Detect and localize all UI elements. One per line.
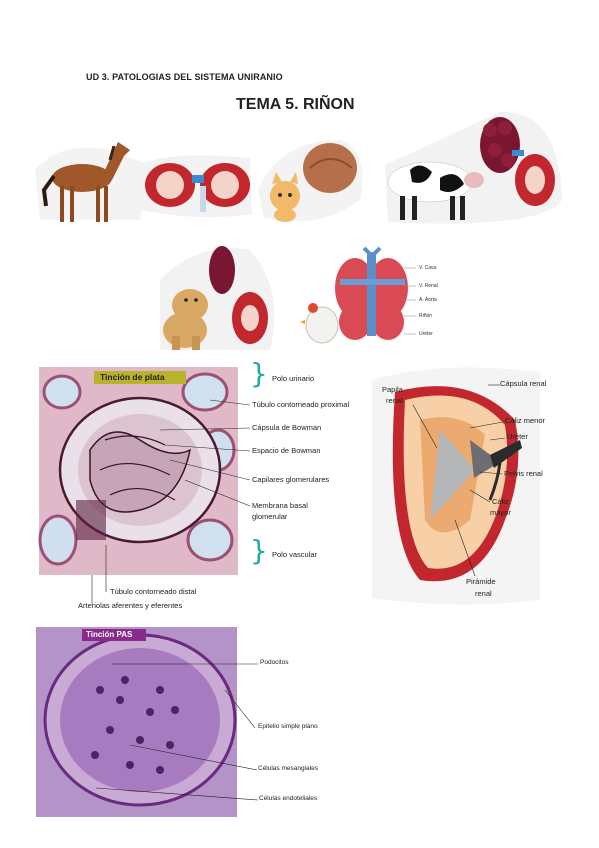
cow-kidney-illustration xyxy=(385,111,562,224)
label-arteriolas: Arteriolas aferentes y eferentes xyxy=(78,601,183,610)
label-polo-urinario: Polo urinario xyxy=(272,374,315,383)
label-v-cava: V. Cava xyxy=(419,265,437,271)
label-a-aorta: A. Aorta xyxy=(419,297,437,303)
unit-header: UD 3. PATOLOGIAS DEL SISTEMA UNIRANIO xyxy=(86,72,283,82)
silver-leader-lines xyxy=(91,399,251,604)
horse-illustration xyxy=(35,142,150,222)
label-piramide-renal: renal xyxy=(475,589,492,598)
label-v-renal: V. Renal xyxy=(419,283,438,289)
chicken-kidney-illustration xyxy=(300,246,416,344)
dog-kidney-illustration xyxy=(160,246,275,350)
label-podocitos: Podocitos xyxy=(260,659,289,666)
label-polo-vascular: Polo vascular xyxy=(272,550,318,559)
label-mesangiales: Células mesangiales xyxy=(258,765,318,772)
cat-kidney-illustration xyxy=(258,140,363,222)
label-capsula-renal: Cápsula renal xyxy=(500,379,547,388)
label-papila: Papila xyxy=(382,385,403,394)
label-pelvis-renal: Pelvis renal xyxy=(504,469,543,478)
pas-stain-micrograph xyxy=(36,627,237,817)
label-rinon: Riñón xyxy=(419,313,433,319)
kidney-leader-lines xyxy=(412,384,506,577)
label-membrana-basal: Membrana basal xyxy=(252,501,308,510)
label-ureter-chicken: Uréter xyxy=(419,331,433,337)
pas-stain-tag: Tinción PAS xyxy=(82,629,146,641)
label-piramide: Pirámide xyxy=(466,577,496,586)
polo-vascular-bracket: } xyxy=(250,534,268,567)
label-capsula-bowman: Cápsula de Bowman xyxy=(252,423,322,432)
polo-urinario-bracket: } xyxy=(250,357,268,390)
label-papila-renal: renal xyxy=(386,396,403,405)
label-endoteliales: Células endoteliales xyxy=(259,795,318,802)
label-caliz-menor: Cáliz menor xyxy=(505,416,546,425)
page-title: TEMA 5. RIÑON xyxy=(236,96,355,113)
label-espacio-bowman: Espacio de Bowman xyxy=(252,446,321,455)
label-ureter: Uréter xyxy=(507,432,528,441)
silver-stain-tag: Tinción de plata xyxy=(94,371,186,384)
label-membrana-glomerular: glomerular xyxy=(252,512,288,521)
kidney-pair-illustration xyxy=(140,155,252,218)
label-tubulo-distal: Túbulo contorneado distal xyxy=(110,587,197,596)
kidney-section-diagram xyxy=(372,367,540,605)
pas-leader-lines xyxy=(95,663,259,801)
label-mayor: mayor xyxy=(490,508,511,517)
silver-stain-micrograph xyxy=(38,367,238,575)
label-capilares: Capilares glomerulares xyxy=(252,475,330,484)
label-caliz: Cáliz xyxy=(492,497,509,506)
label-tubulo-proximal: Túbulo contorneado proximal xyxy=(252,400,350,409)
label-epitelio: Epitelio simple plano xyxy=(258,723,318,730)
